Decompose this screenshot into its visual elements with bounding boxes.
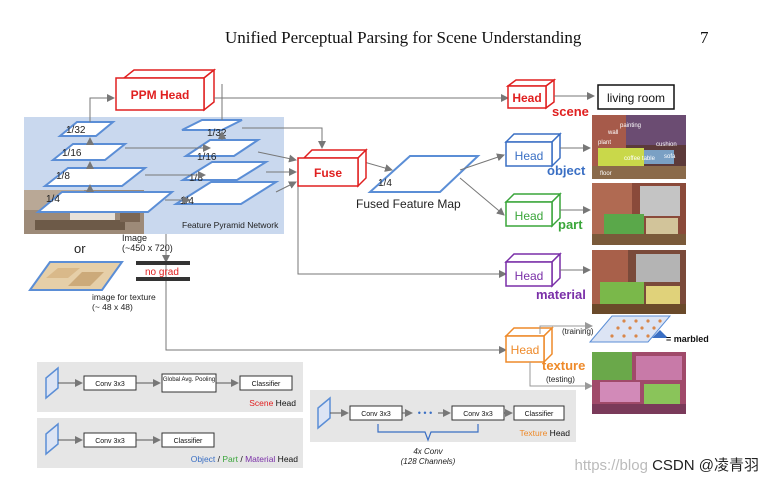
detail-object-title: Object / Part / Material Head [191,454,299,464]
task-texture: texture [542,358,585,373]
watermark: https://blog CSDN @凌青羽 [575,454,759,475]
texture-image-label: image for texture [92,292,156,302]
detail-texture-note2: (128 Channels) [401,457,456,466]
backbone-scale-16: 1/16 [62,148,82,159]
task-material: material [536,287,586,302]
seg-label-painting: painting [620,123,641,129]
head-texture [504,322,593,390]
paper-running-title: Unified Perceptual Parsing for Scene Und… [225,28,582,47]
seg-label-coffee-table: coffee table [624,156,656,162]
task-part: part [558,217,583,232]
task-scene: scene [552,104,589,119]
detail-scene-classifier: Classifier [252,381,281,388]
texture-result-image [592,352,686,414]
backbone-scale-8: 1/8 [56,171,70,182]
marbled-grid [588,315,672,343]
detail-texture-dots: • • • [418,408,432,418]
fpn-scale-16: 1/16 [197,152,217,163]
detail-texture-conv1: Conv 3x3 [361,411,391,418]
no-grad-label: no grad [145,267,179,278]
watermark-text: CSDN @凌青羽 [652,457,759,474]
page-header: Unified Perceptual Parsing for Scene Und… [0,0,769,60]
material-result-image [592,250,686,314]
scene-output-box [597,84,675,110]
backbone-scale-32: 1/32 [66,125,86,136]
detail-object-conv: Conv 3x3 [95,438,125,445]
detail-texture-head [310,390,576,442]
texture-image-size: (~ 48 x 48) [92,302,133,312]
texture-input-image [28,261,124,291]
fpn-scale-8: 1/8 [189,173,203,184]
detail-object-classifier: Classifier [174,438,203,445]
detail-scene-title: Scene Head [249,398,296,408]
detail-scene-head [37,362,303,412]
head-scene-label: Head [512,91,541,105]
image-label: Image [122,233,147,243]
texture-training: (training) [562,327,594,336]
head-material-label: Head [515,269,544,283]
task-object: object [547,163,586,178]
seg-label-plant: plant [598,140,611,146]
head-texture-label: Head [511,343,540,357]
or-label: or [74,241,86,256]
backbone-scale-4: 1/4 [46,194,60,205]
fpn-scale-4: 1/4 [180,196,194,207]
seg-label-cushion: cushion [656,142,677,148]
fused-feature-map [367,155,481,193]
head-connections [459,153,505,216]
seg-label-wall: wall [607,130,618,136]
seg-label-floor: floor [600,171,612,177]
head-object-label: Head [515,149,544,163]
head-scene [505,78,595,110]
seg-label-sofa: sofa [664,154,676,160]
ppm-connections [89,84,509,354]
ppm-head-label: PPM Head [131,88,190,102]
fpn-label: Feature Pyramid Network [182,220,279,230]
detail-texture-title: Texture Head [519,428,570,438]
image-size: (~450 x 720) [122,243,173,253]
fuse-label: Fuse [314,166,342,180]
part-result-image [592,183,686,245]
detail-texture-note1: 4x Conv [413,447,443,456]
head-part-label: Head [515,209,544,223]
detail-scene-pool: Global Avg. Pooling [163,377,215,383]
detail-object-head [37,418,303,468]
fused-map-label: Fused Feature Map [356,197,461,211]
scene-output: living room [607,91,665,105]
fused-scale: 1/4 [378,178,392,189]
fuse-box [297,148,368,188]
detail-texture-classifier: Classifier [525,411,554,418]
head-object [504,132,591,168]
head-material [504,252,591,288]
ppm-head-box [115,68,217,112]
backbone-pyramid [35,121,175,213]
lateral-connections [125,131,226,204]
fpn-scale-32: 1/32 [207,128,227,139]
marbled-label: = marbled [666,334,709,344]
detail-texture-conv2: Conv 3x3 [463,411,493,418]
detail-scene-conv: Conv 3x3 [95,381,125,388]
texture-testing: (testing) [546,375,575,384]
object-result-image [592,115,686,179]
page-number: 7 [700,28,709,47]
head-part [504,192,591,228]
watermark-url: https://blog [574,457,648,474]
